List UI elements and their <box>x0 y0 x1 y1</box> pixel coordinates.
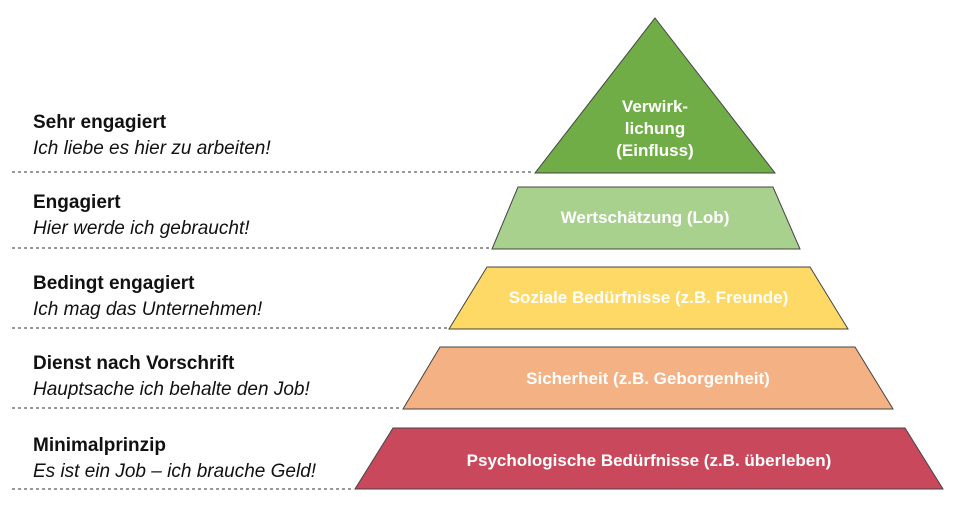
level-title: Bedingt engagiert <box>33 273 195 294</box>
level-quote: Ich liebe es hier zu arbeiten! <box>33 138 271 159</box>
level-title: Sehr engagiert <box>33 112 167 133</box>
tier-text-2: Wertschätzung (Lob) <box>560 208 730 227</box>
level-quote: Hauptsache ich behalte den Job! <box>33 379 310 400</box>
level-quote: Es ist ein Job – ich brauche Geld! <box>33 461 317 482</box>
tier-text-4: Sicherheit (z.B. Geborgenheit) <box>526 369 770 388</box>
pyramid-tier-2 <box>491 186 801 250</box>
tier-text-5: Psychologische Bedürfnisse (z.B. überleb… <box>466 451 832 470</box>
tier-text-1: Verwirk-lichung(Einfluss) <box>616 97 694 160</box>
level-title: Dienst nach Vorschrift <box>33 353 235 374</box>
pyramid-tier-3 <box>448 266 849 330</box>
pyramid-tier-5 <box>354 427 944 490</box>
level-title: Minimalprinzip <box>33 435 166 456</box>
pyramid-tier-1 <box>533 17 777 174</box>
tier-text-3: Soziale Bedürfnisse (z.B. Freunde) <box>508 288 789 307</box>
pyramid-tier-4 <box>402 346 894 410</box>
level-quote: Hier werde ich gebraucht! <box>33 218 250 239</box>
level-label-5: Minimalprinzip Es ist ein Job – ich brauc… <box>33 433 493 485</box>
level-quote: Ich mag das Unternehmen! <box>33 299 263 320</box>
level-title: Engagiert <box>33 192 121 213</box>
